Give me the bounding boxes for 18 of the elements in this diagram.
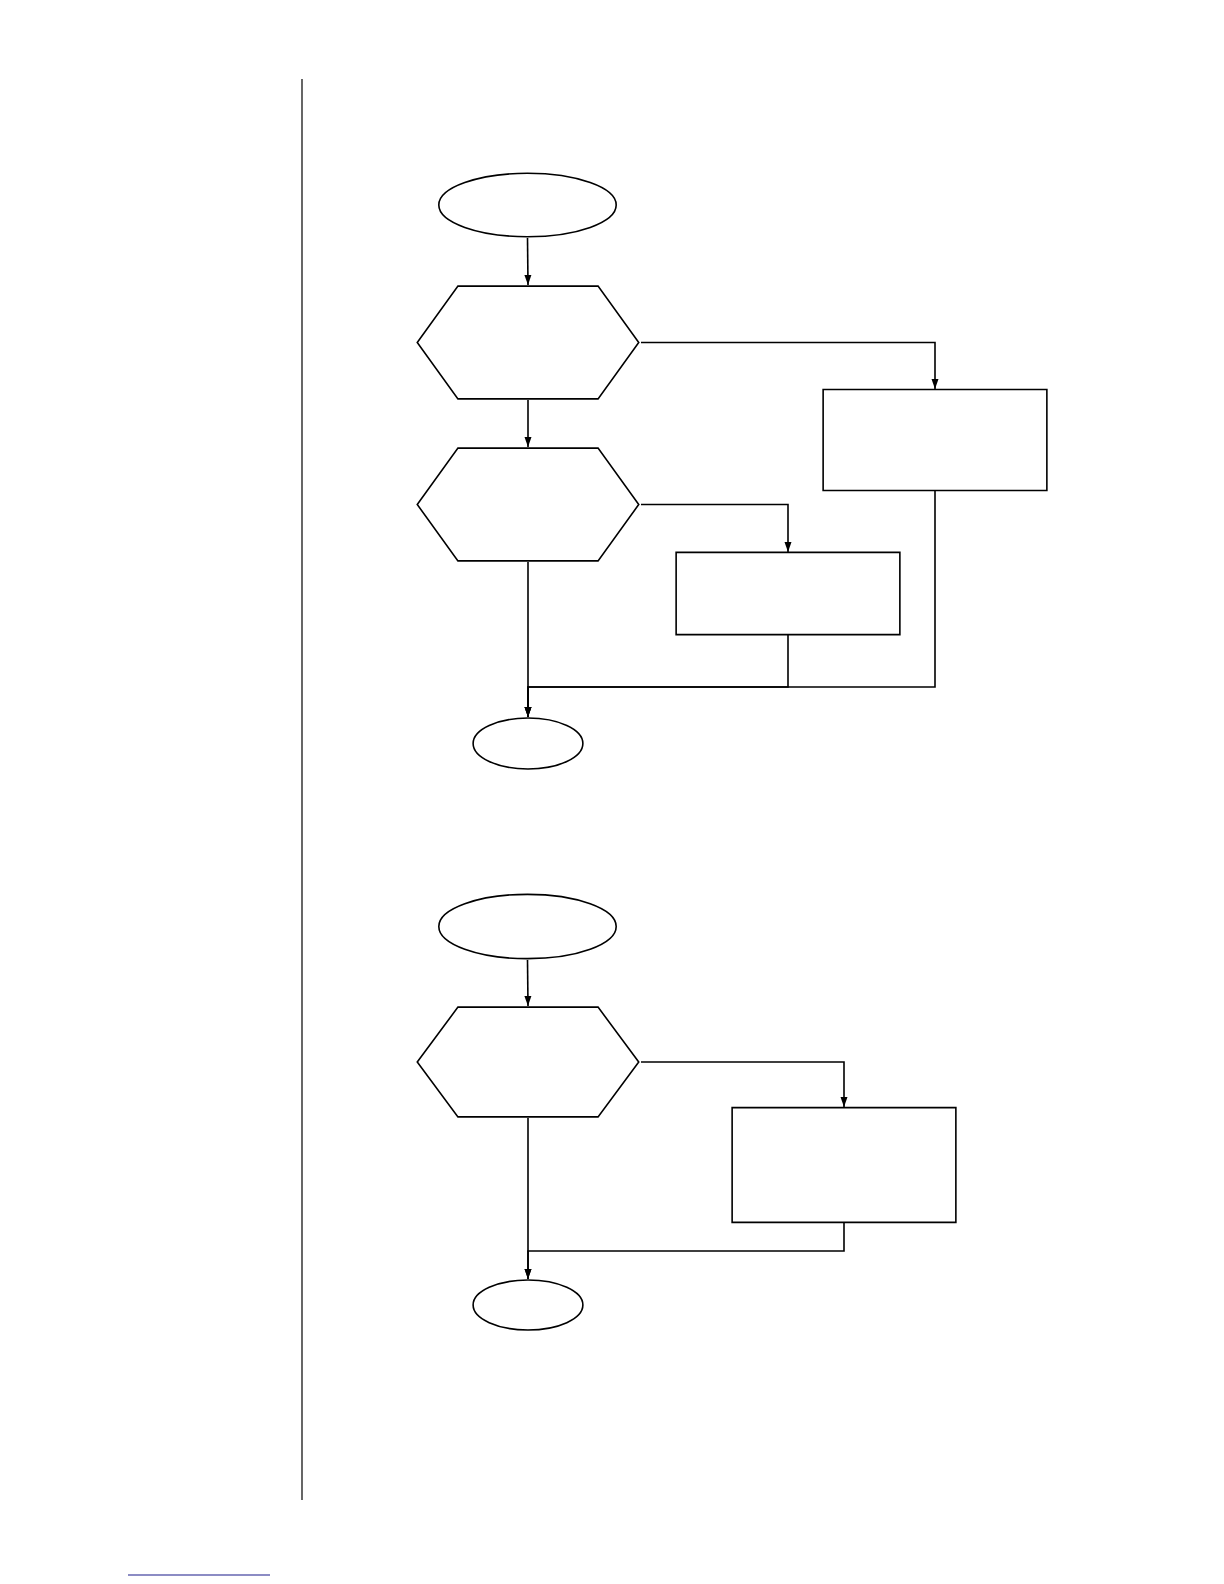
terminal-ellipse [437,893,618,960]
arrow [640,503,792,553]
process-box [675,552,901,635]
arrow [524,237,532,286]
terminal-ellipse [472,1279,584,1331]
preparation-hexagon [415,447,641,562]
arrow [640,1061,848,1108]
arrow [524,959,532,1007]
terminal-ellipse [472,717,584,770]
arrow [524,1222,845,1280]
arrow [524,490,936,718]
process-box [822,389,1048,491]
preparation-hexagon [415,285,641,400]
terminal-ellipse [437,172,618,238]
process-box [731,1107,957,1223]
preparation-hexagon [415,1006,641,1118]
arrow [524,399,532,448]
arrow [640,341,939,390]
